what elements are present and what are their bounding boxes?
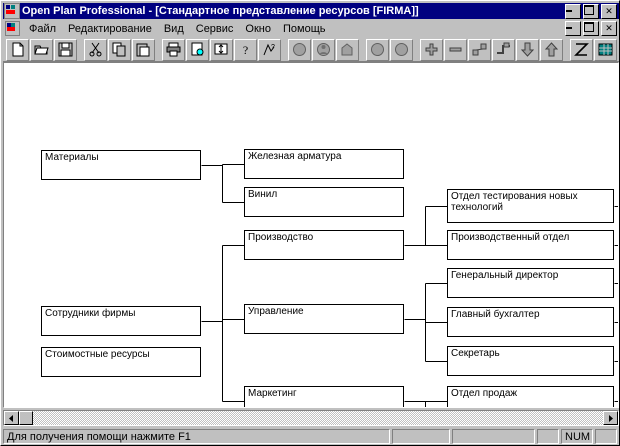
minimize-button[interactable] [565, 3, 581, 19]
arrow-up-icon[interactable] [540, 38, 563, 61]
diagram-node-vinil[interactable]: Винил [244, 187, 407, 220]
resource-shape-icon[interactable] [336, 38, 359, 61]
diagram-node-marketing[interactable]: Маркетинг [244, 386, 407, 407]
toolbar: ? ? [3, 38, 619, 62]
minus-icon[interactable] [444, 38, 467, 61]
new-file-icon[interactable] [6, 38, 29, 61]
help-question-icon[interactable]: ? [234, 38, 257, 61]
svg-text:?: ? [271, 44, 275, 51]
node-label: Генеральный директор [451, 270, 559, 281]
menu-item-edit[interactable]: Редактирование [68, 22, 152, 35]
node-label: Секретарь [451, 348, 500, 359]
document-icon[interactable] [5, 21, 20, 36]
diagram-node-proizvodstvo[interactable]: Производство [244, 230, 407, 263]
diagram-node-materialy[interactable]: Материалы [41, 150, 204, 183]
status-pane-4 [537, 429, 559, 444]
paste-icon[interactable] [132, 38, 155, 61]
node-label: Управление [248, 306, 304, 317]
ellipse-filled-icon[interactable] [366, 38, 389, 61]
diagram-node-sekretar[interactable]: Секретарь [447, 346, 617, 379]
node-label: Винил [248, 189, 278, 200]
diagram-connectors [201, 164, 618, 407]
diagram-node-stoimostnye[interactable]: Стоимостные ресурсы [41, 347, 204, 380]
status-bar: Для получения помощи нажмите F1 NUM [3, 428, 619, 445]
status-num-indicator: NUM [561, 429, 593, 444]
node-label: Сотрудники фирмы [45, 308, 136, 319]
status-pane-3 [452, 429, 535, 444]
cut-scissors-icon[interactable] [84, 38, 107, 61]
node-label: Маркетинг [248, 388, 297, 399]
diagram-node-otdel-test[interactable]: Отдел тестирования новых технологий [447, 189, 617, 226]
arrow-down-icon[interactable] [516, 38, 539, 61]
window-title: Open Plan Professional - [Стандартное пр… [22, 5, 419, 17]
close-button[interactable]: ✕ [601, 3, 617, 19]
plus-icon[interactable] [420, 38, 443, 61]
node-label: Отдел продаж [451, 388, 518, 399]
menu-item-help[interactable]: Помощь [282, 22, 326, 35]
diagram-node-sotrudniki[interactable]: Сотрудники фирмы [41, 306, 204, 339]
restore-button[interactable] [583, 3, 599, 19]
window-controls: ✕ [565, 3, 619, 19]
resource-circle-icon[interactable] [288, 38, 311, 61]
node-label: Стоимостные ресурсы [45, 349, 150, 360]
context-help-icon[interactable]: ? [258, 38, 281, 61]
scroll-left-arrow-icon[interactable] [4, 411, 19, 425]
menu-item-tools[interactable]: Сервис [195, 22, 234, 35]
menu-bar: Файл Редактирование Вид Сервис Окно Помо… [3, 20, 619, 37]
sort-icon[interactable] [210, 38, 233, 61]
diagram-node-proizv-otdel[interactable]: Производственный отдел [447, 230, 617, 263]
node-label: Материалы [45, 152, 99, 163]
title-bar: Open Plan Professional - [Стандартное пр… [3, 3, 619, 19]
status-message: Для получения помощи нажмите F1 [3, 429, 390, 444]
scrollbar-thumb[interactable] [19, 411, 33, 425]
menu-item-view[interactable]: Вид [163, 22, 184, 35]
copy-icon[interactable] [108, 38, 131, 61]
node-label: Производственный отдел [451, 232, 570, 243]
link-icon[interactable] [468, 38, 491, 61]
horizontal-scrollbar[interactable] [3, 410, 619, 426]
node-label: Главный бухгалтер [451, 309, 540, 320]
ellipse-filled2-icon[interactable] [390, 38, 413, 61]
menu-item-window[interactable]: Окно [245, 22, 271, 35]
menu-item-file[interactable]: Файл [29, 22, 57, 35]
node-label: Железная арматура [248, 151, 342, 162]
save-disk-icon[interactable] [54, 38, 77, 61]
step-icon[interactable] [492, 38, 515, 61]
status-pane-2 [392, 429, 450, 444]
diagram-node-upravlenie[interactable]: Управление [244, 304, 407, 337]
print-preview-icon[interactable] [186, 38, 209, 61]
mdi-restore-button[interactable] [583, 21, 599, 36]
app-icon [4, 3, 20, 19]
scroll-right-arrow-icon[interactable] [603, 411, 618, 425]
open-folder-icon[interactable] [30, 38, 53, 61]
diagram-node-otdel-prodazh[interactable]: Отдел продаж [447, 386, 617, 407]
zigzag-icon[interactable] [570, 38, 593, 61]
resource-person-icon[interactable] [312, 38, 335, 61]
scrollbar-track[interactable] [19, 411, 603, 425]
diagram-node-gen-direktor[interactable]: Генеральный директор [447, 268, 617, 301]
node-label: Производство [248, 232, 314, 243]
diagram-node-gl-buhgalter[interactable]: Главный бухгалтер [447, 307, 617, 340]
mdi-minimize-button[interactable] [565, 21, 581, 36]
node-label: Отдел тестирования новых технологий [451, 191, 578, 213]
print-icon[interactable] [162, 38, 185, 61]
mdi-close-button[interactable]: ✕ [601, 21, 617, 36]
mdi-child-controls: ✕ [565, 21, 619, 36]
diagram-node-armatura[interactable]: Железная арматура [244, 149, 407, 182]
grid-icon[interactable] [594, 38, 617, 61]
svg-text:?: ? [243, 43, 248, 57]
status-pane-6 [595, 429, 617, 444]
